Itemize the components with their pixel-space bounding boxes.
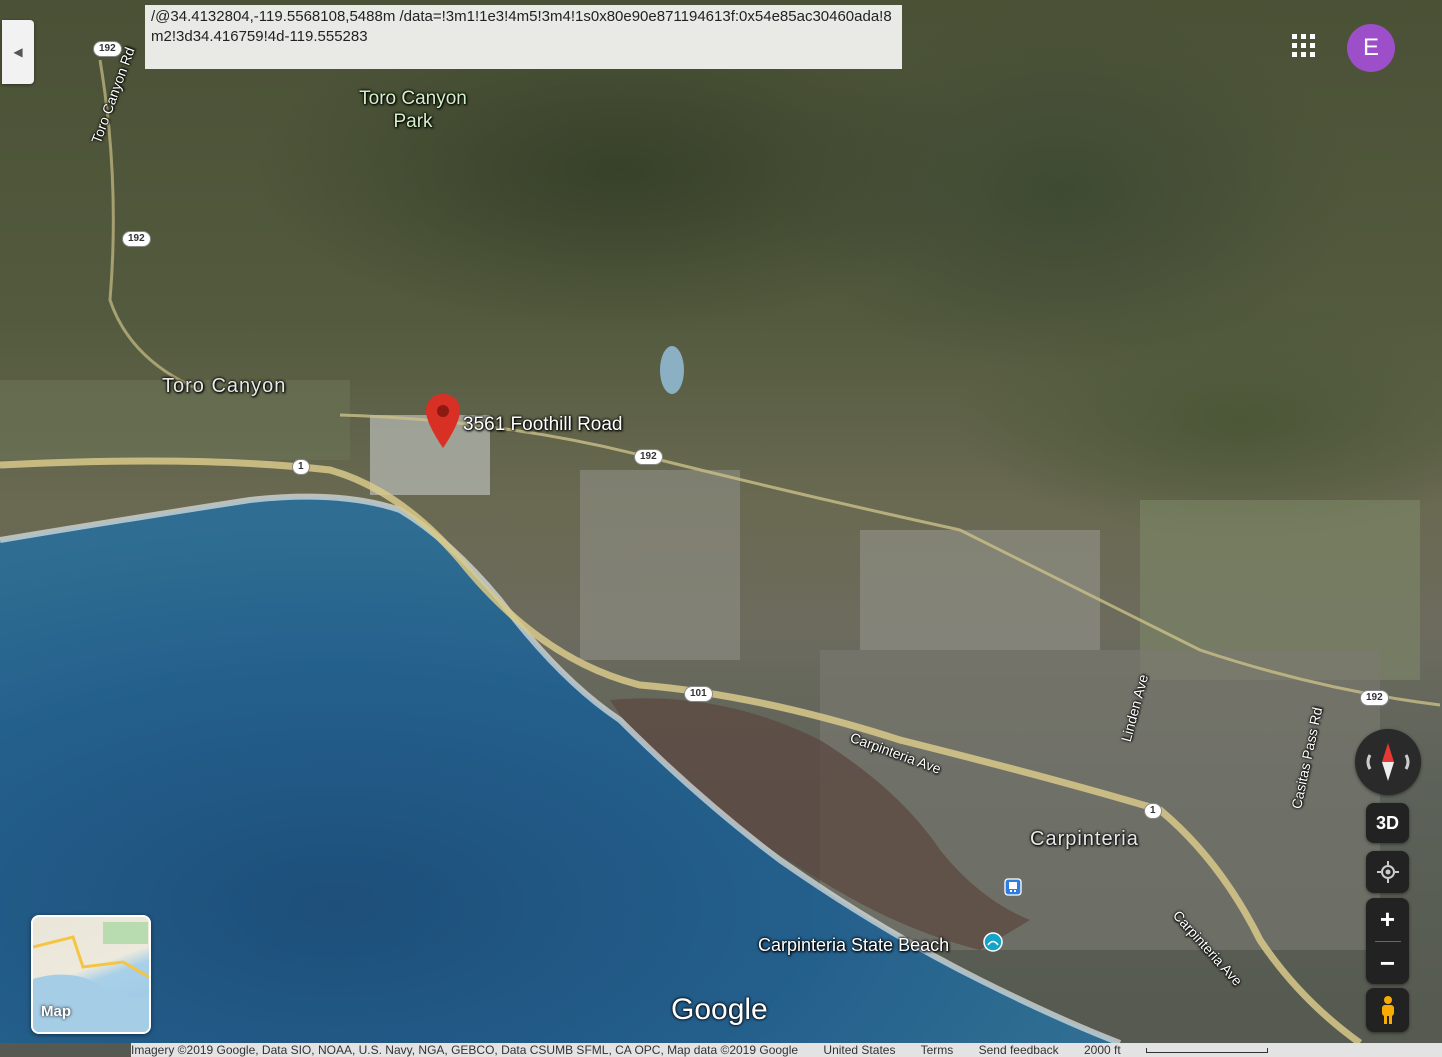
toro-canyon-road [98,59,201,392]
send-feedback-link[interactable]: Send feedback [978,1043,1059,1057]
transit-icon[interactable] [1004,878,1022,896]
collapse-panel-button[interactable]: ◀ [2,20,34,84]
terms-link[interactable]: Terms [920,1043,954,1057]
pegman-icon [1381,996,1394,1024]
url-overlay: /@34.4132804,-119.5568108,5488m /data=!3… [145,5,902,69]
route-shield-101: 101 [684,686,713,702]
greenhouse-area [370,415,490,495]
zoom-in-button[interactable]: + [1379,904,1396,934]
layer-preview [33,922,149,1032]
zoom-out-button[interactable]: − [1379,947,1396,978]
greenhouse-area [860,530,1100,650]
place-label-toro-canyon: Toro Canyon [162,375,287,397]
street-view-button[interactable] [1366,988,1409,1032]
compass-icon [1366,743,1410,781]
reservoir [660,346,684,394]
map-layer-switcher[interactable]: Map [31,915,151,1034]
my-location-button[interactable] [1366,851,1409,893]
scale-bar [1146,1048,1269,1054]
farmland-area [0,380,350,460]
shoreline [0,493,1122,1046]
compass-control[interactable] [1355,729,1421,795]
marsh-area [610,698,1030,950]
scale-text: 2000 ft [1084,1043,1121,1057]
map-pin-icon[interactable] [424,392,462,450]
route-shield-1: 1 [1144,803,1162,819]
apps-grid-icon[interactable] [1292,34,1318,60]
layer-switcher-label: Map [41,1003,71,1020]
zoom-control: + − [1366,898,1409,984]
three-d-button[interactable]: 3D [1366,803,1409,843]
country-label: United States [823,1043,896,1057]
scale-label[interactable]: 2000 ft [1084,1043,1290,1057]
imagery-credits: Imagery ©2019 Google, Data SIO, NOAA, U.… [131,1043,799,1057]
chevron-left-icon: ◀ [13,45,23,59]
route-shield-1: 1 [292,459,310,475]
highway-101 [0,457,1363,1046]
account-avatar[interactable]: E [1347,24,1395,72]
beach-icon[interactable] [983,932,1003,952]
route-shield-192: 192 [1360,690,1389,706]
route-shield-192: 192 [122,231,151,247]
google-logo: Google [671,993,768,1026]
place-label-toro-canyon-park: Toro Canyon Park [359,88,467,132]
route-shield-192: 192 [634,449,663,465]
route-shield-192: 192 [93,41,122,57]
my-location-icon [1376,861,1399,883]
attribution-bar: Imagery ©2019 Google, Data SIO, NOAA, U.… [131,1043,1442,1057]
foothill-road [339,413,1441,707]
place-label-carpinteria-state-beach[interactable]: Carpinteria State Beach [758,935,950,955]
greenhouse-area [580,470,740,660]
place-label-foothill-road[interactable]: 3561 Foothill Road [463,414,623,435]
place-label-carpinteria: Carpinteria [1030,828,1139,850]
ocean [0,496,1120,1044]
